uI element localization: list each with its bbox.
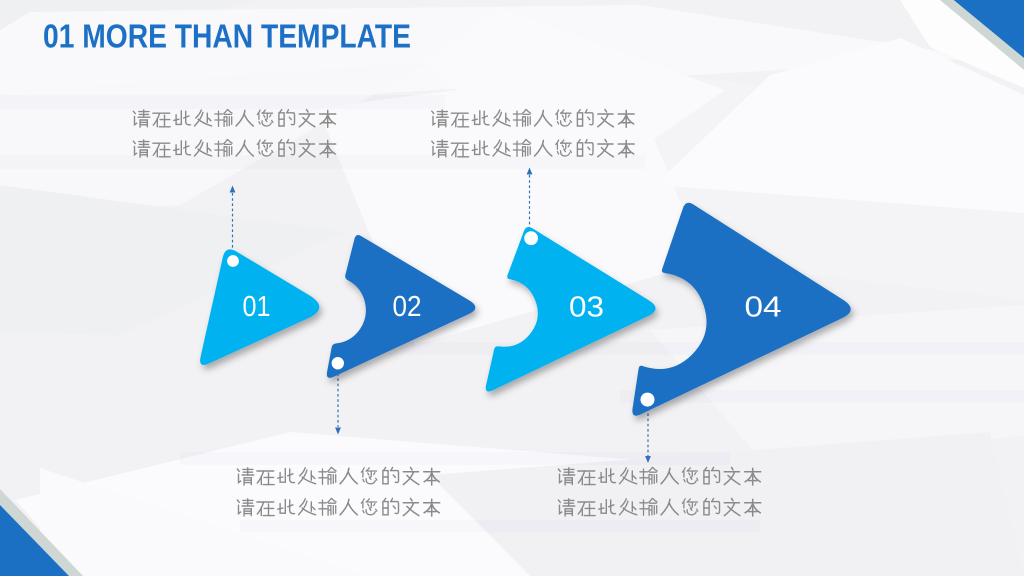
svg-text:03: 03: [569, 292, 604, 324]
svg-text:01: 01: [243, 291, 271, 323]
svg-text:02: 02: [393, 291, 422, 323]
svg-text:01 MORE THAN TEMPLATE: 01 MORE THAN TEMPLATE: [43, 19, 411, 56]
svg-text:04: 04: [745, 292, 782, 324]
